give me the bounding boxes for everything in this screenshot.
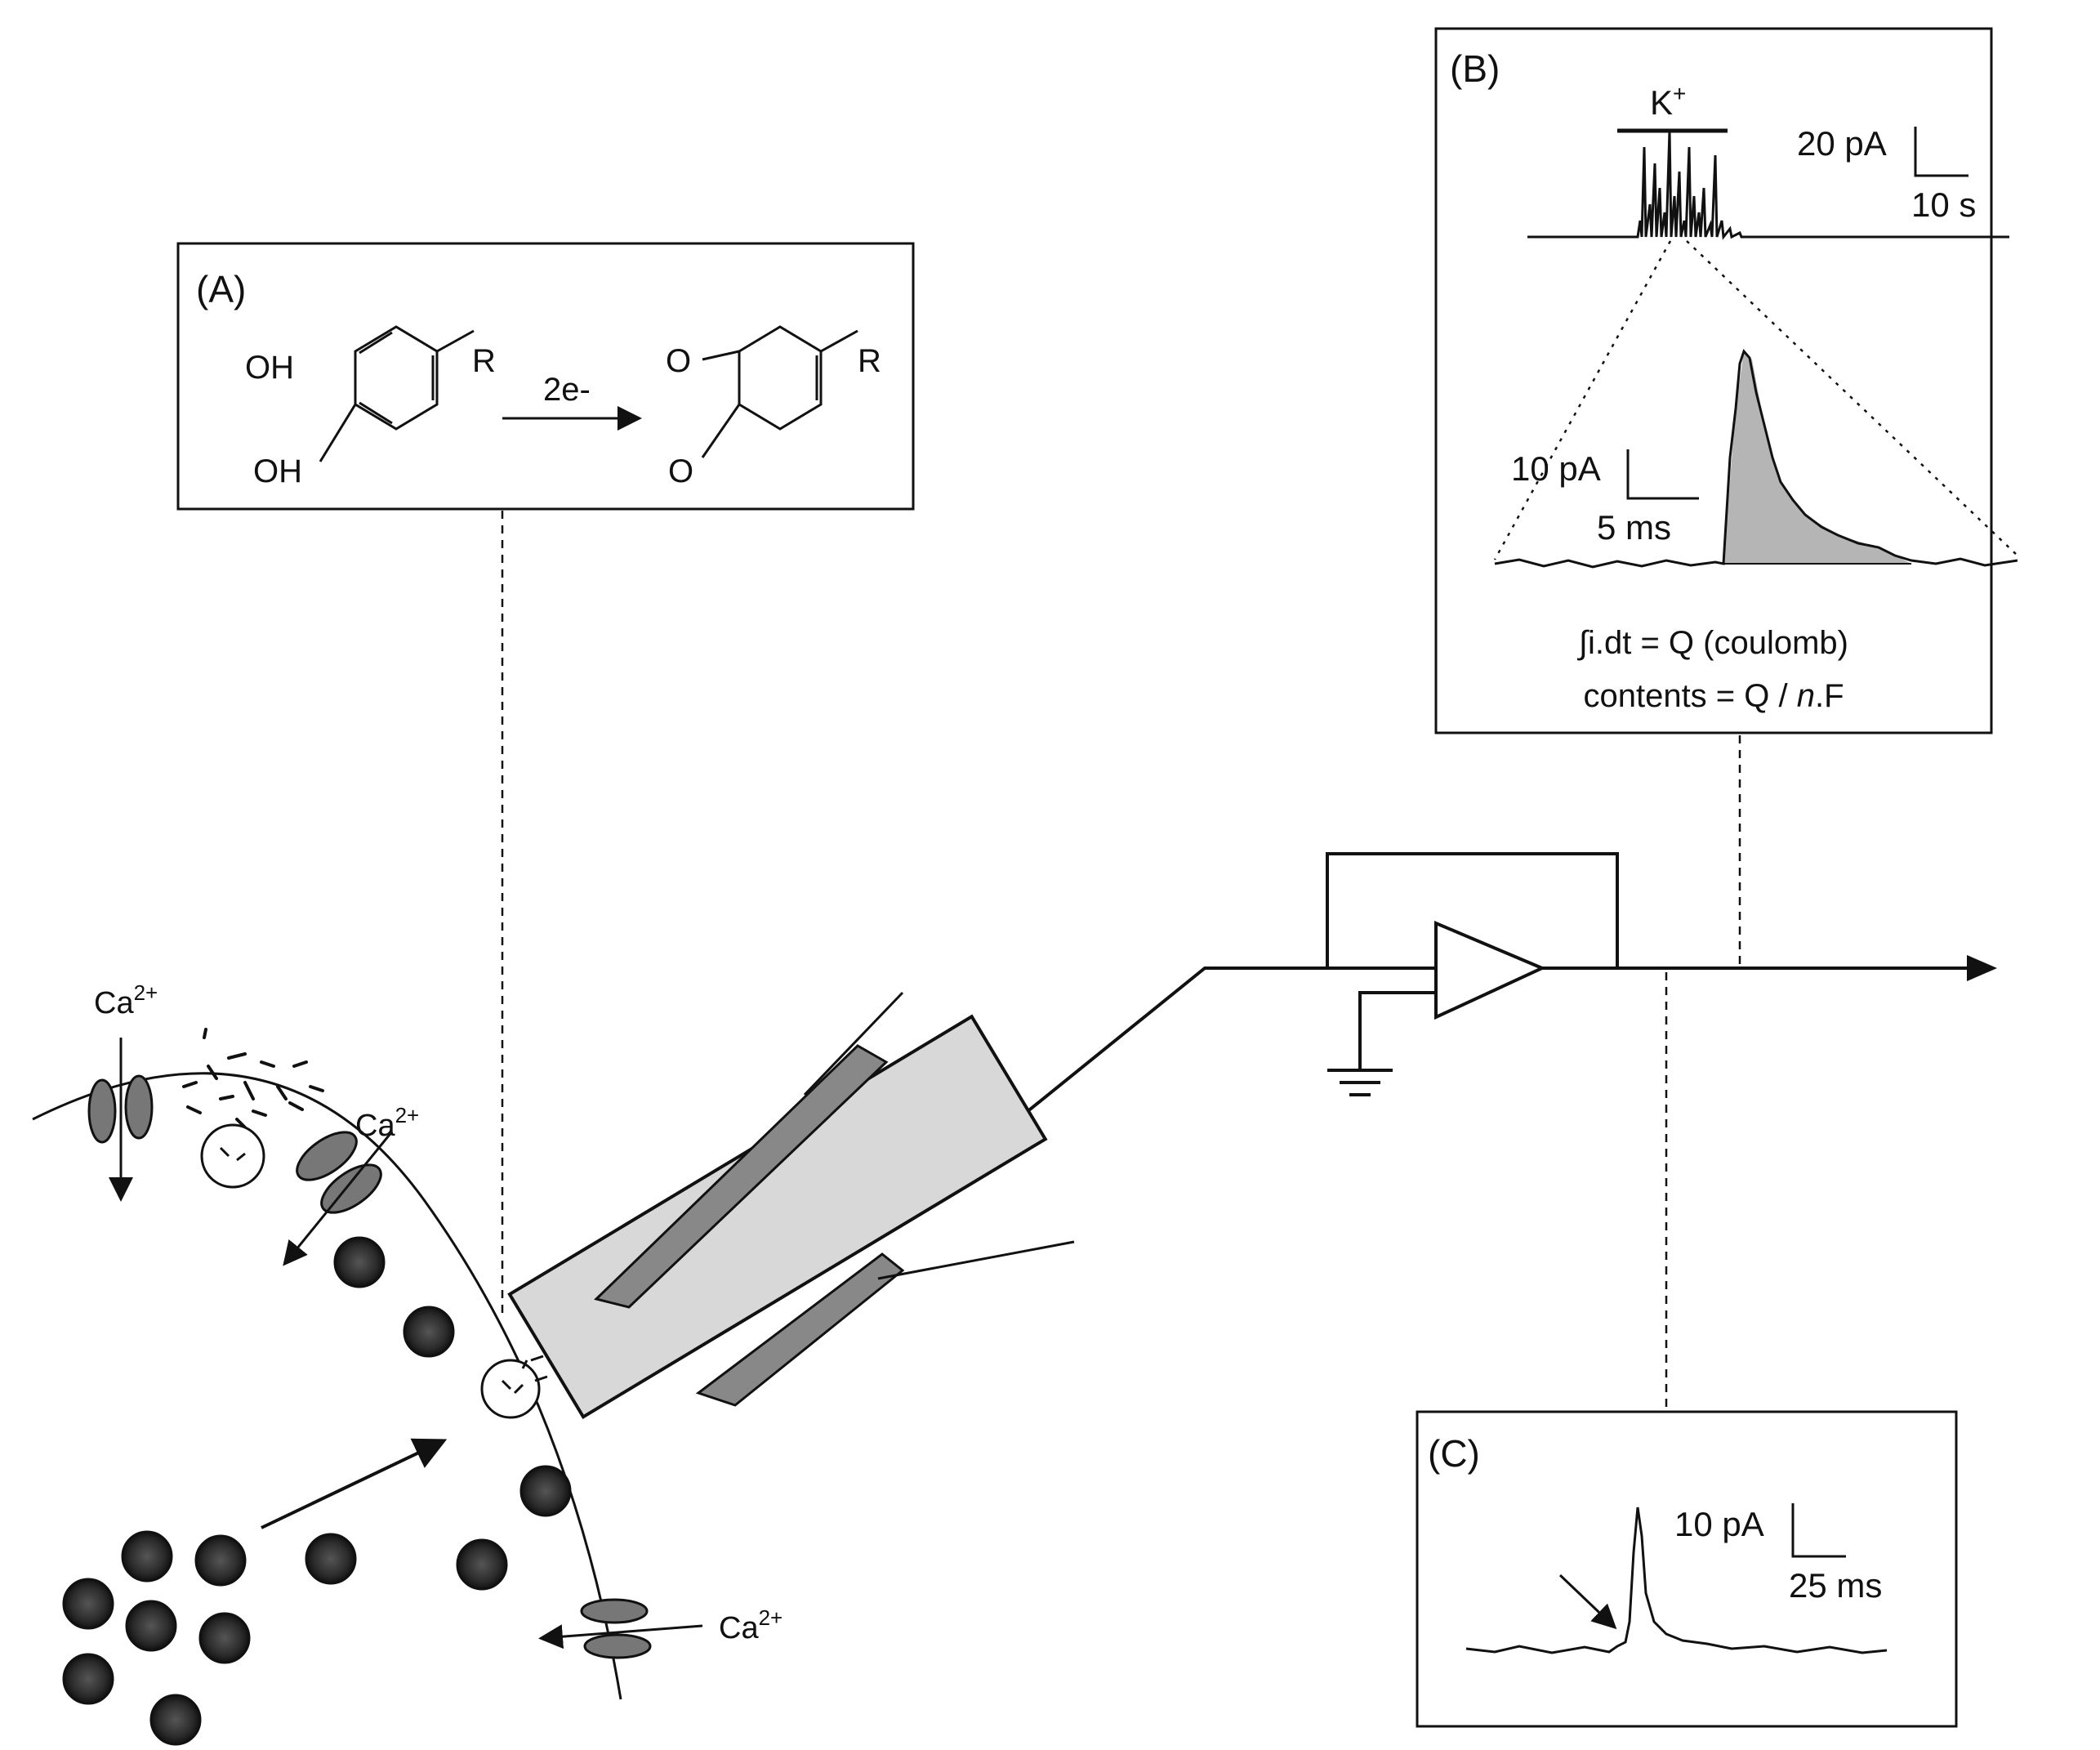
feedback-loop	[1326, 852, 1619, 968]
contents-formula: contents = Q / n.F	[1583, 678, 1844, 714]
ca-label-bottom: Ca2+	[719, 1605, 782, 1645]
spike-integral-area	[1723, 351, 1911, 564]
released-catecholamine	[182, 1028, 324, 1129]
single-spike-trace	[1494, 349, 2018, 569]
ca-label-middle: Ca2+	[355, 1103, 419, 1143]
capillary-top	[803, 991, 904, 1096]
top-scale-time: 10 s	[1911, 185, 1976, 224]
panel-a: (A) OH OH R 2e- O O	[176, 242, 915, 511]
panel-a-frame	[176, 242, 915, 511]
top-scale-bar	[1914, 127, 1968, 177]
panel-b-frame	[1434, 27, 1993, 734]
stimulus-label: K+	[1650, 81, 1686, 122]
charge-formula: ∫i.dt = Q (coulomb)	[1577, 625, 1848, 661]
spike-train-trace	[1527, 130, 2009, 240]
oh-top-label: OH	[245, 350, 294, 386]
mid-scale-current: 10 pA	[1511, 449, 1601, 488]
panel-c-label: (C)	[1428, 1432, 1480, 1475]
foot-arrow	[1558, 1574, 1617, 1630]
panel-c-frame	[1416, 1410, 1958, 1728]
o-bottom-label: O	[668, 453, 693, 489]
amplifier-circuit	[999, 852, 1998, 1135]
panel-c-scale-time: 25 ms	[1789, 1566, 1882, 1605]
foot-spike-trace	[1465, 1507, 1888, 1654]
panel-c-scale-bar	[1791, 1503, 1846, 1558]
secretory-granules	[62, 1236, 572, 1746]
electrode-body	[507, 1014, 1048, 1419]
carbon-fiber-electrode	[507, 991, 1075, 1419]
ca-influx-arrow-bottom	[538, 1624, 703, 1650]
zoom-line-left	[1493, 240, 1672, 560]
ca-channel-top	[87, 1074, 154, 1144]
granule-translocation-arrow	[261, 1438, 448, 1529]
op-amp-triangle	[1434, 920, 1546, 1020]
r-left-label: R	[472, 343, 496, 379]
mid-scale-bar	[1626, 449, 1699, 500]
panel-a-label: (A)	[196, 268, 246, 310]
oh-bottom-label: OH	[253, 453, 302, 489]
panel-c: (C) 10 pA 25 ms	[1416, 1410, 1958, 1728]
o-top-label: O	[666, 343, 691, 379]
capillary-bottom	[877, 1240, 1075, 1280]
mid-scale-time: 5 ms	[1597, 508, 1671, 547]
top-scale-current: 20 pA	[1797, 124, 1887, 163]
input-wire	[999, 967, 1436, 1135]
zoom-line-right	[1686, 240, 2018, 556]
panel-b-label: (B)	[1450, 47, 1500, 90]
r-right-label: R	[858, 343, 881, 379]
panel-b: (B) K+ 20 pA 10 s 10 pA 5 ms ∫i.dt = Q (…	[1434, 27, 2018, 734]
cell-membrane	[32, 1072, 622, 1700]
ground-wire	[1358, 991, 1436, 1070]
reaction-arrow-label: 2e-	[543, 372, 591, 408]
insulation-top	[594, 1044, 889, 1309]
catechol-structure	[319, 325, 475, 462]
fusing-vesicle-top	[200, 1123, 265, 1189]
panel-c-scale-current: 10 pA	[1674, 1505, 1764, 1543]
vesicle-contents	[219, 1146, 548, 1395]
ca-channel-bottom	[580, 1598, 652, 1659]
ca-influx-arrow-middle	[283, 1131, 394, 1266]
insulation-bottom	[695, 1252, 905, 1407]
ca-label-top: Ca2+	[94, 980, 158, 1020]
quinone-structure	[701, 325, 858, 458]
output-arrowhead	[1967, 954, 1998, 982]
